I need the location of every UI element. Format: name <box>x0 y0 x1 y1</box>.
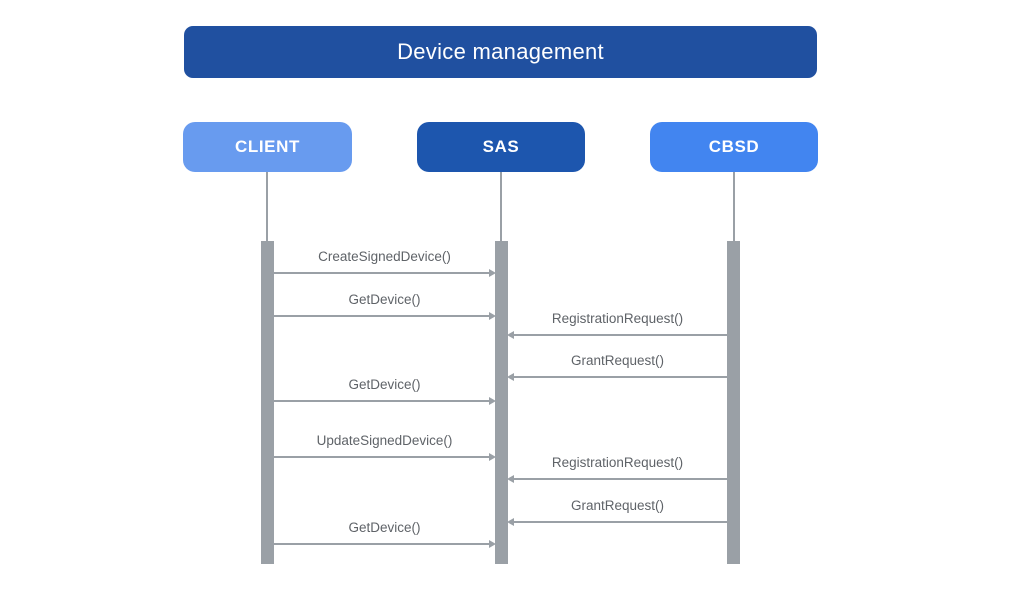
actor-client: CLIENT <box>183 122 352 172</box>
arrow-right-icon <box>274 312 496 320</box>
sequence-message: GetDevice() <box>274 520 496 548</box>
arrow-left-icon <box>507 518 727 526</box>
activation-bar-sas <box>495 241 508 564</box>
sequence-message: GrantRequest() <box>507 498 727 526</box>
actor-cbsd-label: CBSD <box>708 137 760 156</box>
arrow-right-icon <box>274 397 496 405</box>
sequence-message: RegistrationRequest() <box>507 311 727 339</box>
arrow-left-icon <box>507 331 727 339</box>
message-label: RegistrationRequest() <box>551 455 684 470</box>
diagram-title: Device management <box>397 39 604 64</box>
sequence-message: GetDevice() <box>274 292 496 320</box>
message-label: GetDevice() <box>348 292 421 307</box>
message-label: UpdateSignedDevice() <box>316 433 453 448</box>
actor-sas-label: SAS <box>482 137 520 156</box>
arrow-right-icon <box>274 269 496 277</box>
sequence-message: RegistrationRequest() <box>507 455 727 483</box>
lifeline-cbsd <box>733 172 735 241</box>
activation-bar-client <box>261 241 274 564</box>
sequence-message: CreateSignedDevice() <box>274 249 496 277</box>
message-label: GrantRequest() <box>570 498 665 513</box>
arrow-right-icon <box>274 540 496 548</box>
actor-sas: SAS <box>417 122 585 172</box>
message-label: RegistrationRequest() <box>551 311 684 326</box>
arrow-left-icon <box>507 373 727 381</box>
arrow-right-icon <box>274 453 496 461</box>
lifeline-sas <box>500 172 502 241</box>
message-label: GetDevice() <box>348 520 421 535</box>
actor-cbsd: CBSD <box>650 122 818 172</box>
actor-client-label: CLIENT <box>235 137 300 156</box>
diagram-title-banner: Device management <box>184 26 817 78</box>
message-label: CreateSignedDevice() <box>318 249 451 264</box>
sequence-message: GetDevice() <box>274 377 496 405</box>
message-label: GetDevice() <box>348 377 421 392</box>
arrow-left-icon <box>507 475 727 483</box>
lifeline-client <box>266 172 268 241</box>
sequence-message: UpdateSignedDevice() <box>274 433 496 461</box>
activation-bar-cbsd <box>727 241 740 564</box>
message-label: GrantRequest() <box>570 353 665 368</box>
sequence-message: GrantRequest() <box>507 353 727 381</box>
